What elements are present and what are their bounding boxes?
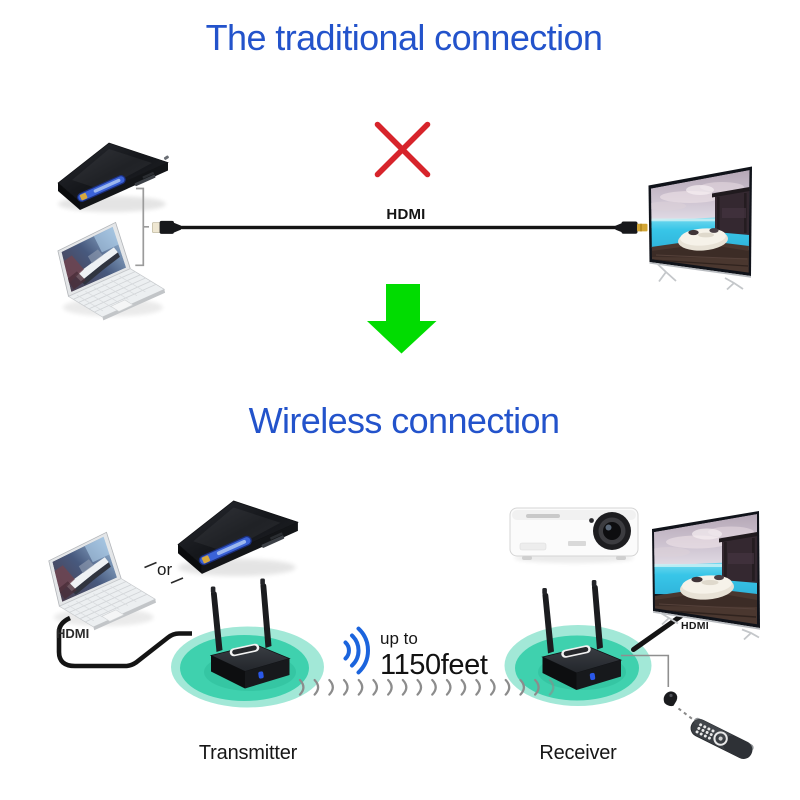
wireless-laptop [49,532,156,630]
remote-control [690,717,754,759]
traditional-source-box [57,142,169,212]
traditional-title: The traditional connection [205,16,603,58]
wireless-title: Wireless connection [248,399,560,441]
ir-extender-eye [663,691,678,707]
laptop-hdmi-label: HDMI [56,626,90,641]
grouping-bracket [135,187,149,267]
ir-dashed-line [677,707,696,722]
range-prefix-label: up to [380,629,418,648]
wifi-signal-icon [343,626,370,675]
traditional-tv [648,166,752,291]
wireless-source-box [177,500,299,577]
wireless-hdmi-cable [56,615,192,669]
signal-waves [298,678,555,696]
receiver-label: Receiver [539,742,617,764]
wireless-tv [652,511,760,641]
or-label: or [157,560,173,579]
receiver-device [541,580,623,690]
hdmi-cable-label: HDMI [386,205,426,223]
transmitter-label: Transmitter [198,742,298,764]
range-value-label: 1150feet [380,649,488,681]
ir-extender-wire [621,654,670,687]
transmitter-device [209,578,291,689]
receiver-hdmi-cable [631,613,684,652]
projector [509,507,639,563]
down-arrow-icon [367,284,437,354]
tv-hdmi-label: HDMI [681,620,710,632]
cross-icon [374,121,431,178]
traditional-laptop [58,222,165,320]
or-divider [144,561,184,584]
hdmi-cable [152,220,648,234]
